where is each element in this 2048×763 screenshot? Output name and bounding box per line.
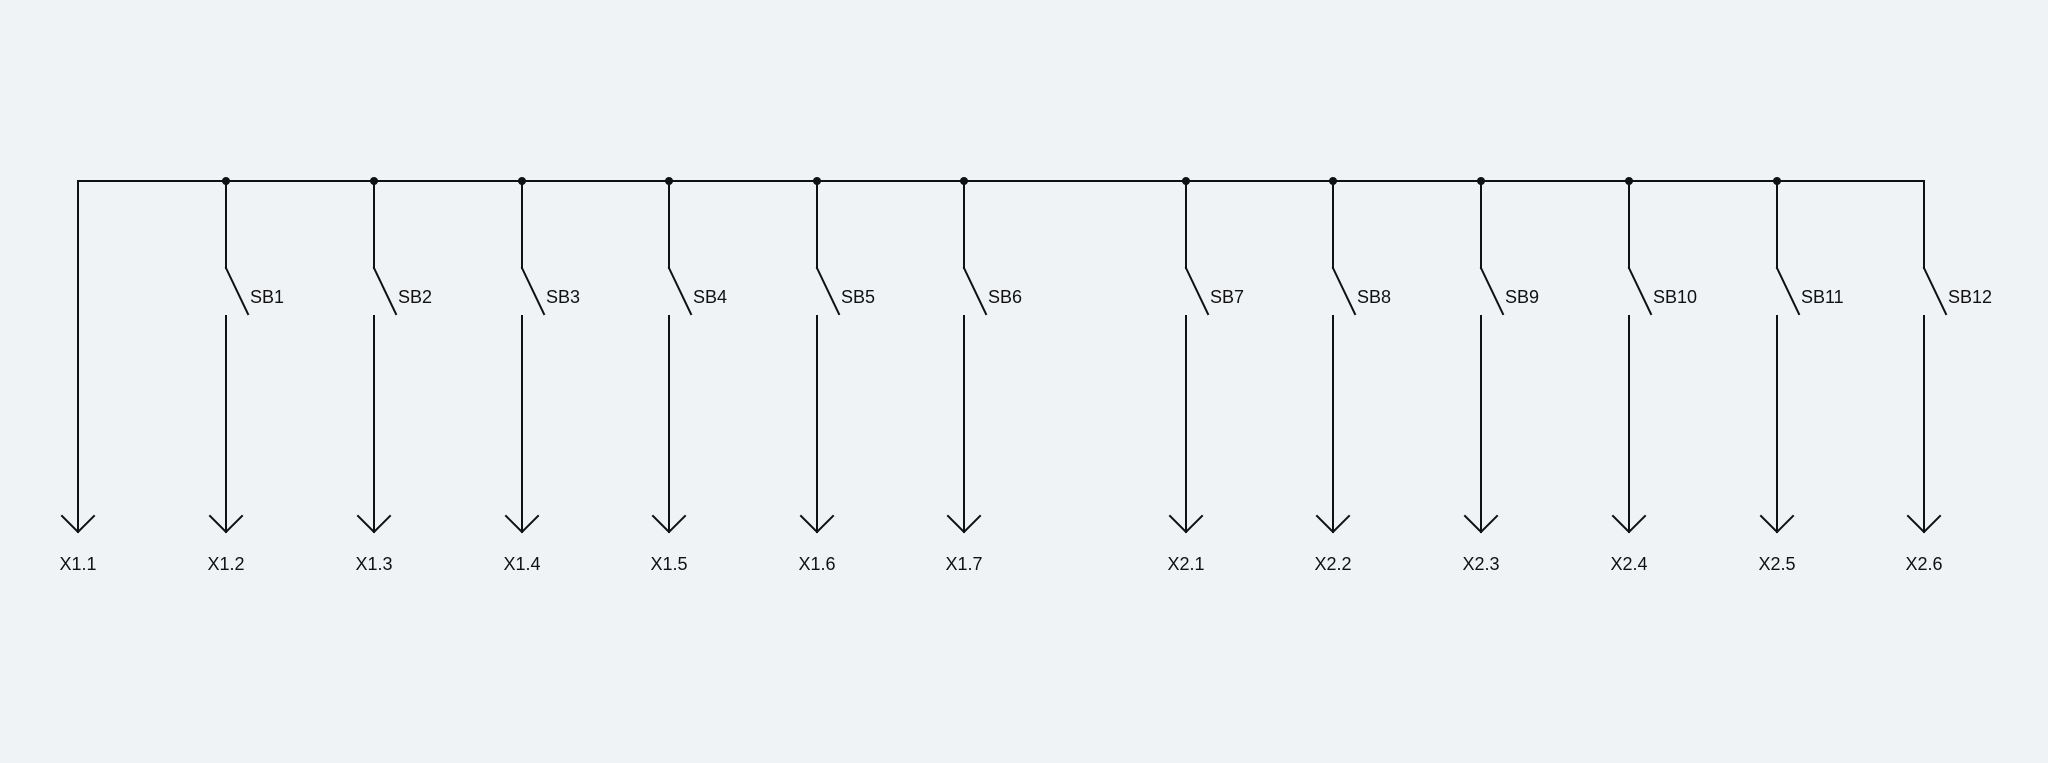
switch-contact (667, 266, 693, 316)
switch-label: SB4 (693, 287, 727, 307)
switch-contact (1479, 266, 1505, 316)
switch-contact (962, 266, 988, 316)
terminal-arrow (1315, 514, 1351, 534)
terminal-arrow (1759, 514, 1795, 534)
switch-label: SB9 (1505, 287, 1539, 307)
switch-label: SB8 (1357, 287, 1391, 307)
terminal-arrow (1611, 514, 1647, 534)
terminal-label: X1.6 (798, 554, 835, 574)
terminal-label: X1.3 (355, 554, 392, 574)
terminal-label: X1.5 (650, 554, 687, 574)
left-terminal-label: X1.1 (59, 554, 96, 574)
switch-label: SB1 (250, 287, 284, 307)
switch-contact (1331, 266, 1357, 316)
terminal-label: X2.2 (1314, 554, 1351, 574)
switch-label: SB5 (841, 287, 875, 307)
switch-contact (815, 266, 841, 316)
left-terminal-group: X1.1 (59, 514, 97, 574)
switch-contact (1627, 266, 1653, 316)
switch-label: SB7 (1210, 287, 1244, 307)
switch-label: SB10 (1653, 287, 1697, 307)
terminal-arrow (1906, 514, 1942, 534)
switch-label: SB6 (988, 287, 1022, 307)
terminal-label: X1.4 (503, 554, 540, 574)
terminal-arrow (1168, 514, 1204, 534)
common-bus-wire (77, 180, 1925, 533)
terminal-arrow (651, 514, 687, 534)
switch-contact (372, 266, 398, 316)
switch-label: SB12 (1948, 287, 1992, 307)
terminal-label: X2.1 (1167, 554, 1204, 574)
terminal-arrow (208, 514, 244, 534)
terminal-arrow (946, 514, 982, 534)
switch-label: SB2 (398, 287, 432, 307)
terminal-arrow (504, 514, 540, 534)
switch-contact (1184, 266, 1210, 316)
terminal-label: X2.5 (1758, 554, 1795, 574)
bus-layer (77, 180, 1925, 533)
terminal-label: X1.7 (945, 554, 982, 574)
terminal-label: X2.3 (1462, 554, 1499, 574)
switch-label: SB3 (546, 287, 580, 307)
terminal-arrow (1463, 514, 1499, 534)
terminal-label: X2.6 (1905, 554, 1942, 574)
terminal-arrow (356, 514, 392, 534)
left-terminal-arrow (60, 514, 96, 534)
switch-contact (520, 266, 546, 316)
switch-label: SB11 (1801, 287, 1844, 307)
switch-contact (224, 266, 250, 316)
switch-contact (1775, 266, 1801, 316)
switch-contact (1922, 266, 1948, 316)
terminal-label: X1.2 (207, 554, 244, 574)
terminal-label: X2.4 (1610, 554, 1647, 574)
terminal-arrow (799, 514, 835, 534)
